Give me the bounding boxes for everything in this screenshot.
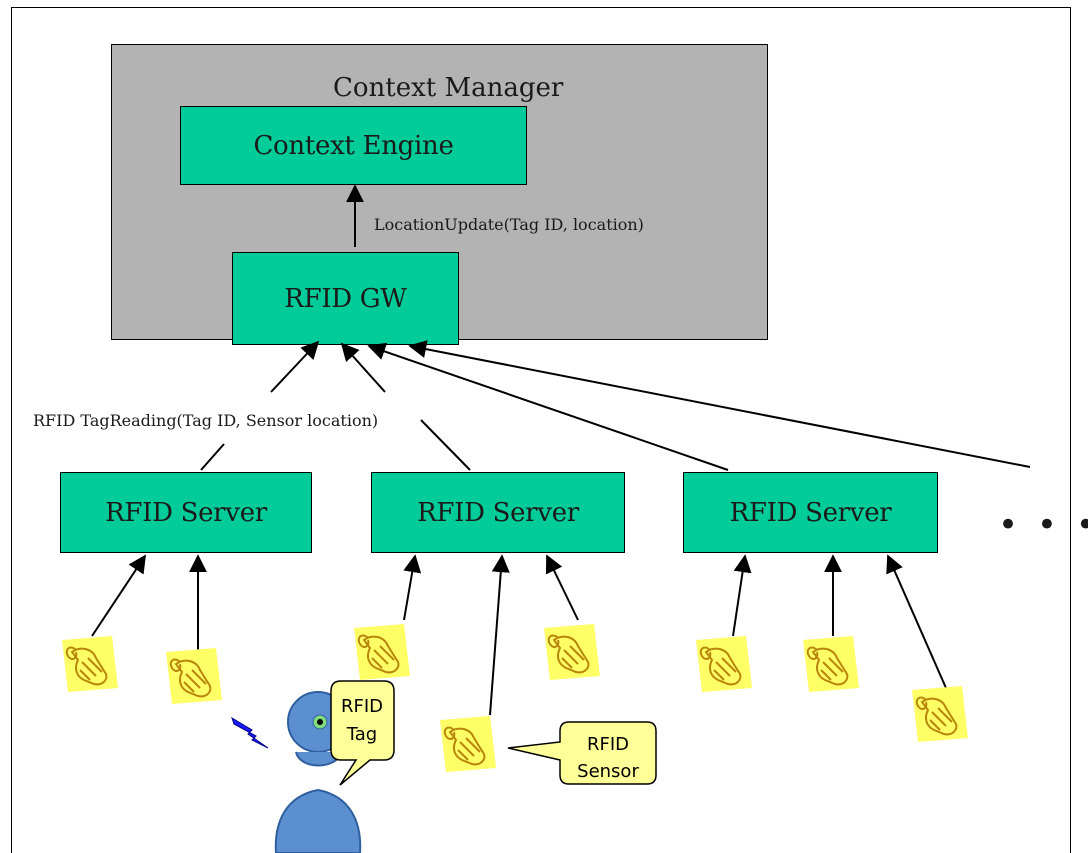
rfid-sensor-icon bbox=[802, 635, 860, 693]
rfid-tag-callout: RFID Tag bbox=[330, 680, 395, 786]
rfid-sensor-icon bbox=[695, 635, 753, 693]
rfid-gw-box: RFID GW bbox=[232, 252, 459, 345]
rfid-sensor-icon bbox=[543, 623, 601, 681]
rfid-sensor-icon bbox=[439, 715, 497, 773]
context-manager-box bbox=[111, 44, 768, 340]
rfid-server-box-1: RFID Server bbox=[60, 472, 312, 553]
tag-reading-label: RFID TagReading(Tag ID, Sensor location) bbox=[31, 411, 381, 430]
rfid-server-box-2: RFID Server bbox=[371, 472, 625, 553]
location-update-label: LocationUpdate(Tag ID, location) bbox=[374, 215, 644, 234]
rfid-sensor-callout-line1: RFID bbox=[587, 734, 629, 755]
rfid-sensor-callout-line2: Sensor bbox=[577, 761, 639, 782]
server3-to-gw-arrow bbox=[367, 342, 729, 471]
context-manager-title: Context Manager bbox=[333, 73, 564, 103]
rfid-sensor-icon bbox=[911, 685, 969, 743]
sensor-to-server2-arrow-b bbox=[489, 554, 510, 716]
server2-to-gw-arrow bbox=[420, 419, 471, 471]
more-servers-ellipsis: • • • bbox=[998, 505, 1088, 545]
diagram-frame bbox=[11, 7, 1071, 853]
rfid-sensor-icon bbox=[353, 623, 411, 681]
rfid-sensor-callout: RFID Sensor bbox=[507, 721, 657, 785]
rfid-sensor-icon bbox=[61, 635, 119, 693]
server2-to-gw-arrow-upper bbox=[340, 342, 386, 393]
rfid-tag-callout-line1: RFID bbox=[341, 696, 383, 717]
context-engine-box: Context Engine bbox=[180, 106, 527, 185]
sensor-to-server1-arrow-a bbox=[91, 554, 146, 637]
sensor-to-server3-arrow-c bbox=[886, 554, 947, 689]
more-to-gw-arrow bbox=[408, 340, 1031, 468]
sensor-to-server2-arrow-c bbox=[545, 554, 579, 621]
server1-to-gw-arrow bbox=[200, 443, 225, 471]
rfid-tag-callout-line2: Tag bbox=[346, 724, 377, 745]
server1-to-gw-arrow-upper bbox=[270, 340, 320, 393]
sensor-to-server2-arrow-a bbox=[403, 554, 422, 621]
sensor-to-server3-arrow-a bbox=[732, 554, 752, 637]
rfid-sensor-icon bbox=[165, 647, 223, 705]
rfid-server-box-3: RFID Server bbox=[683, 472, 938, 553]
lightning-icon bbox=[231, 716, 269, 749]
